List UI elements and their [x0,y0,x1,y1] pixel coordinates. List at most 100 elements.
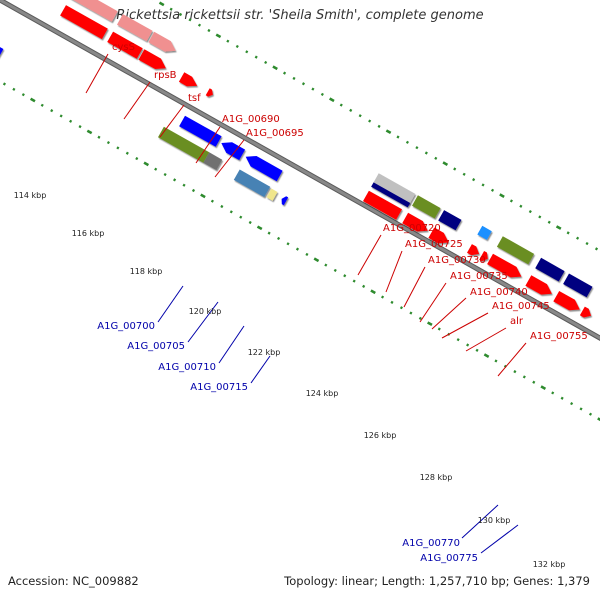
forward-gene-block [203,152,223,171]
minor-tick [399,306,403,310]
minor-tick [191,188,196,193]
gene-layer [0,0,593,318]
forward-gene-block [371,182,411,208]
accession-text: Accession: NC_009882 [8,574,139,588]
label-leader-line [159,104,185,138]
major-tick [540,385,547,390]
label-leaders [85,53,527,554]
forward-gene-block [479,251,488,262]
minor-tick [390,300,394,304]
label-leader-line [403,266,426,308]
label-leader-line [419,282,447,323]
forward-gene-block [158,126,210,163]
major-tick [256,225,263,231]
reverse-gene-label: A1G_00775 [420,553,478,564]
minor-tick [490,188,495,192]
gene-labels: cysSrpsBtsfA1G_00690A1G_00695A1G_00720A1… [97,42,588,564]
forward-gene-label: A1G_00735 [450,271,508,282]
minor-tick [245,50,249,54]
forward-gene-label: tsf [188,93,201,104]
kbp-scale-label: 128 kbp [420,473,453,482]
label-leader-line [357,234,382,276]
minor-tick [588,412,593,416]
map-title: Rickettsia rickettsii str. 'Sheila Smith… [116,8,484,23]
label-leader-line [461,504,499,539]
reverse-gene-label: A1G_00715 [190,382,248,393]
minor-tick [210,199,214,203]
minor-tick [106,140,110,145]
minor-tick [368,119,372,123]
minor-tick [182,183,186,187]
forward-gene-label: A1G_00690 [222,114,280,125]
forward-gene-label: A1G_00725 [405,239,463,250]
forward-gene-block [138,49,166,69]
forward-gene-block [178,72,198,87]
backbone-layer [0,0,600,341]
forward-gene-block [412,195,441,219]
forward-gene-label: cysS [112,42,135,53]
minor-tick [21,93,25,97]
minor-tick [220,204,224,209]
minor-tick [163,172,167,177]
minor-tick [277,236,281,241]
forward-gene-block [73,0,118,22]
forward-gene-label: A1G_00740 [470,287,528,298]
minor-tick [472,178,476,182]
forward-gene-block [233,169,271,198]
minor-tick [377,124,381,128]
forward-gene-block [117,14,153,42]
minor-tick [532,380,536,384]
minor-tick [229,210,233,214]
minor-tick [69,119,73,123]
minor-tick [547,220,551,224]
minor-tick [349,108,353,112]
forward-gene-label: A1G_00695 [246,128,304,139]
forward-gene-block [535,257,565,282]
minor-tick [154,167,158,171]
reverse-gene-block [0,47,4,55]
minor-tick [78,125,82,129]
minor-tick [12,87,16,91]
label-leader-line [214,139,245,178]
minor-tick [560,396,564,400]
major-tick [143,161,150,167]
major-tick [313,257,320,263]
minor-tick [466,343,470,347]
minor-tick [59,114,63,118]
minor-tick [409,311,413,315]
major-tick [215,33,222,39]
label-leader-line [123,81,151,120]
minor-tick [207,28,211,33]
label-leader-line [250,355,271,384]
label-leader-line [195,126,221,164]
forward-gene-block [107,31,143,59]
reverse-gene-label: A1G_00700 [97,321,155,332]
forward-gene-block [205,88,213,97]
minor-tick [267,231,271,235]
kbp-scale-label: 122 kbp [248,348,281,357]
minor-tick [2,82,6,86]
minor-tick [40,103,44,107]
genome-summary: Topology: linear; Length: 1,257,710 bp; … [284,574,590,588]
minor-tick [254,55,258,59]
minor-tick [283,71,287,75]
kbp-scale-label: 124 kbp [306,389,339,398]
major-tick [555,225,562,230]
kbp-scale-label: 132 kbp [533,560,566,569]
minor-tick [528,210,532,214]
minor-tick [585,241,589,246]
label-leader-line [465,327,507,352]
label-leader-line [385,250,403,293]
major-tick [158,1,165,7]
minor-tick [286,242,290,246]
forward-gene-block [467,244,480,256]
label-leader-line [497,342,527,377]
minor-tick [305,252,309,257]
major-tick [499,193,505,198]
minor-tick [264,60,268,65]
major-tick [272,65,278,71]
forward-gene-label: A1G_00730 [428,255,486,266]
kbp-scale-label: 120 kbp [189,307,222,316]
